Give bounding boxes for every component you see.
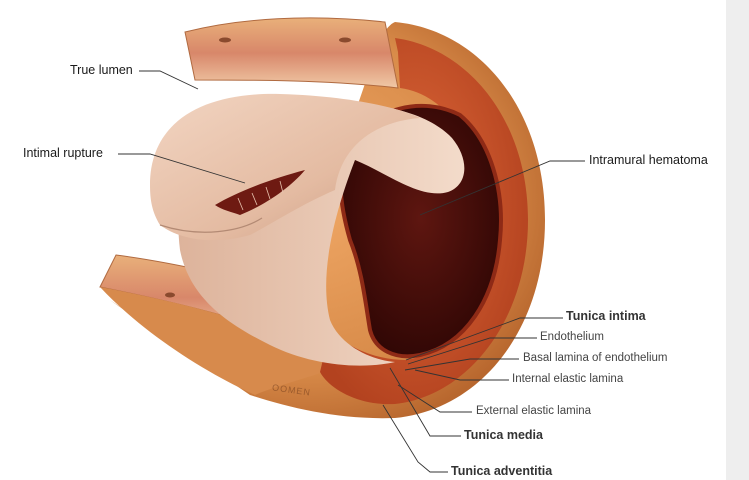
label-endothelium: Endothelium <box>540 331 604 343</box>
label-basal-lamina: Basal lamina of endothelium <box>523 352 667 364</box>
upper-wall-slab <box>185 18 398 88</box>
label-intimal-rupture: Intimal rupture <box>23 146 103 160</box>
label-tunica-media: Tunica media <box>464 428 543 442</box>
label-true-lumen: True lumen <box>70 63 133 77</box>
label-intramural-hematoma: Intramural hematoma <box>589 153 708 167</box>
label-tunica-intima: Tunica intima <box>566 309 646 323</box>
label-tunica-adventitia: Tunica adventitia <box>451 464 552 478</box>
label-internal-elastic-lamina: Internal elastic lamina <box>512 373 623 385</box>
label-external-elastic-lamina: External elastic lamina <box>476 405 591 417</box>
